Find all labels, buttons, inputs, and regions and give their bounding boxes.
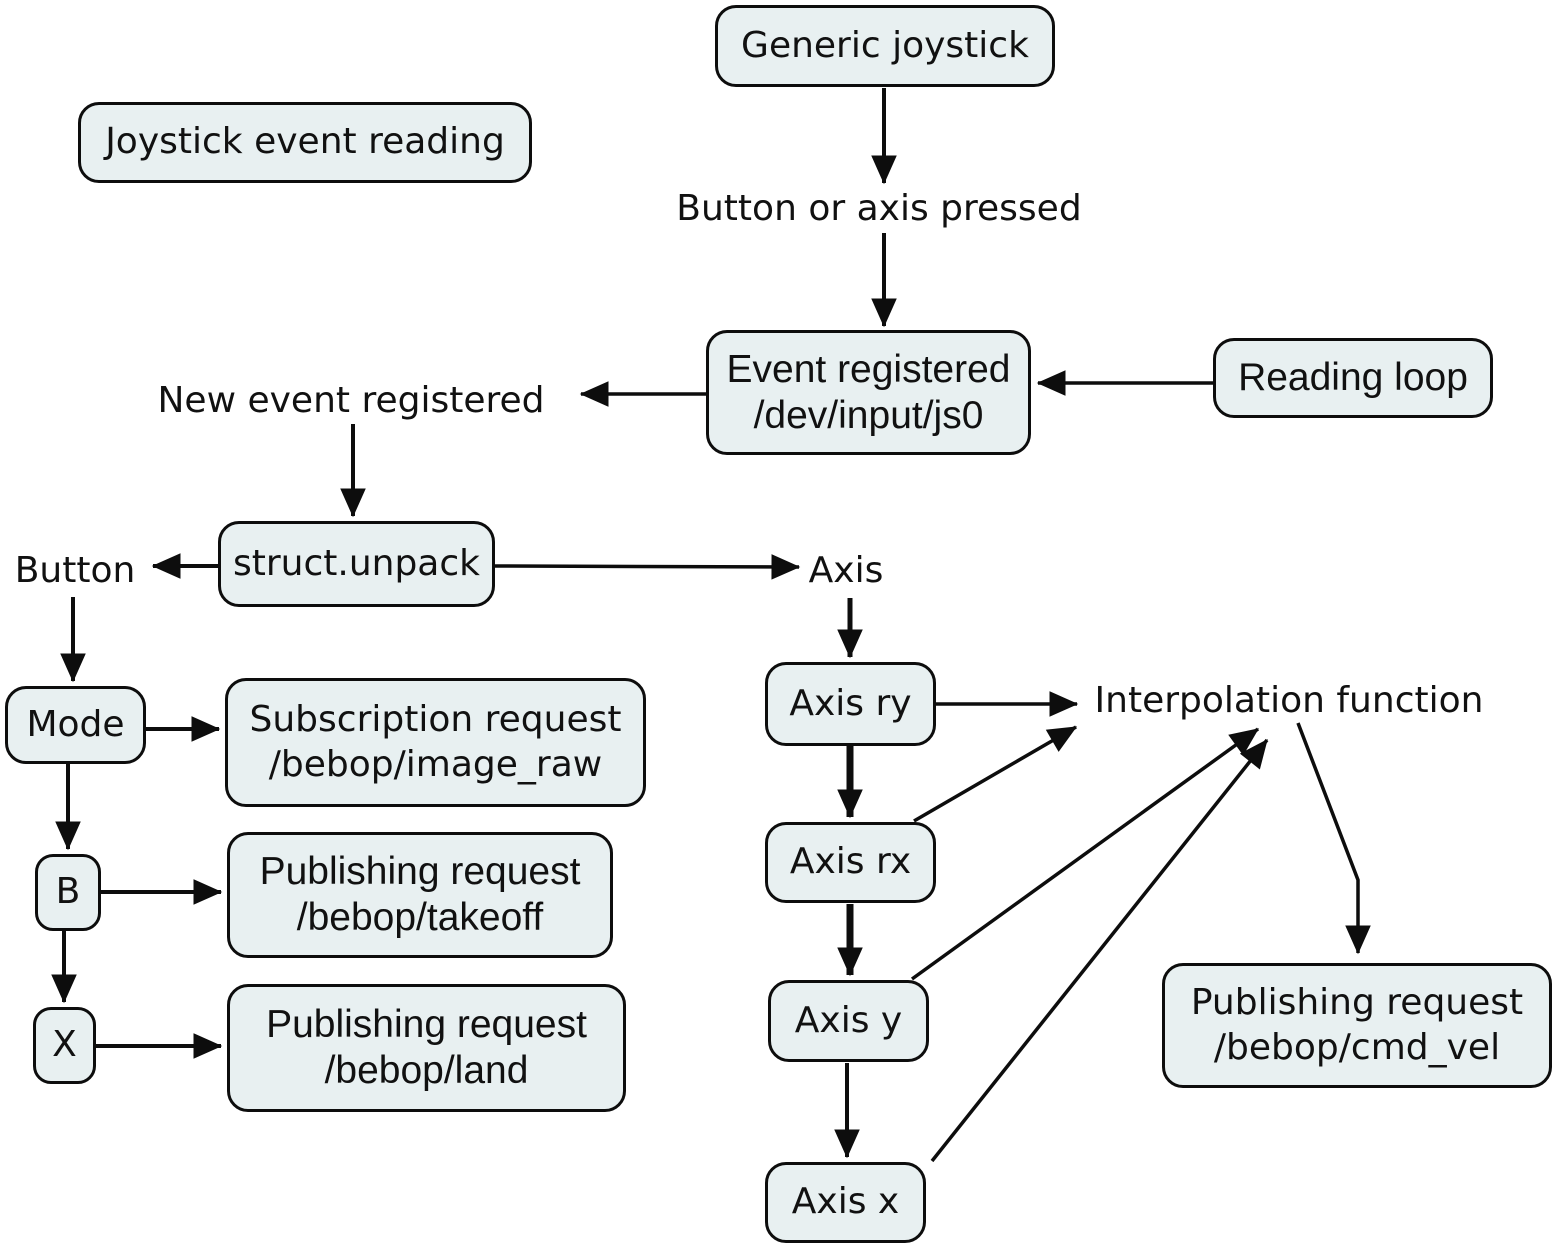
node-publishing-cmd-vel-line1: Publishing request: [1190, 981, 1524, 1023]
node-axis-rx: Axis rx: [765, 822, 936, 903]
node-subscription-request-line2: /bebop/image_raw: [268, 743, 603, 785]
node-button-x: X: [33, 1007, 96, 1084]
arrow-axisrx-to-interp: [913, 725, 1078, 823]
node-reading-loop-label: Reading loop: [1238, 356, 1468, 400]
arrow-axisy-to-interp: [910, 727, 1260, 981]
node-axis-y: Axis y: [768, 980, 929, 1062]
node-struct-unpack-label: struct.unpack: [232, 542, 481, 584]
node-subscription-request-line1: Subscription request: [249, 698, 622, 740]
node-event-registered: Event registered /dev/input/js0: [706, 330, 1031, 455]
node-axis-ry-label: Axis ry: [789, 682, 912, 724]
arrow-struct-to-axis: [494, 554, 801, 580]
node-event-registered-line1: Event registered: [726, 347, 1011, 391]
node-publishing-land-line1: Publishing request: [266, 1003, 587, 1047]
node-generic-joystick: Generic joystick: [715, 5, 1055, 87]
node-joystick-event-reading: Joystick event reading: [78, 102, 532, 183]
node-event-registered-line2: /dev/input/js0: [753, 393, 984, 437]
node-struct-unpack: struct.unpack: [218, 521, 495, 607]
node-button-x-label: X: [52, 1024, 77, 1066]
node-publishing-cmd-vel: Publishing request /bebop/cmd_vel: [1162, 963, 1552, 1088]
arrow-interp-to-cmdvel: [1296, 722, 1371, 955]
node-publishing-takeoff-line2: /bebop/takeoff: [296, 896, 544, 939]
label-new-event-registered: New event registered: [157, 380, 545, 421]
node-publishing-land-line2: /bebop/land: [324, 1049, 529, 1092]
node-mode-label: Mode: [26, 703, 125, 745]
node-joystick-event-reading-label: Joystick event reading: [105, 121, 505, 163]
node-button-b: B: [35, 854, 101, 931]
node-button-b-label: B: [55, 871, 81, 913]
node-generic-joystick-label: Generic joystick: [741, 24, 1029, 66]
label-button: Button: [14, 550, 136, 591]
node-axis-y-label: Axis y: [794, 999, 903, 1041]
node-axis-rx-label: Axis rx: [789, 841, 912, 883]
label-interpolation-function: Interpolation function: [1094, 680, 1484, 721]
node-reading-loop: Reading loop: [1213, 338, 1493, 418]
label-axis: Axis: [808, 550, 884, 591]
node-publishing-takeoff-line1: Publishing request: [259, 850, 581, 894]
node-publishing-cmd-vel-line2: /bebop/cmd_vel: [1213, 1026, 1501, 1068]
node-axis-x-label: Axis x: [791, 1181, 900, 1223]
node-publishing-land: Publishing request /bebop/land: [227, 984, 626, 1112]
node-subscription-request: Subscription request /bebop/image_raw: [225, 678, 646, 807]
label-button-or-axis-pressed: Button or axis pressed: [676, 188, 1082, 229]
node-axis-ry: Axis ry: [765, 662, 936, 746]
node-publishing-takeoff: Publishing request /bebop/takeoff: [227, 832, 613, 958]
arrow-axisx-to-interp: [930, 738, 1269, 1163]
node-mode: Mode: [5, 686, 146, 764]
node-axis-x: Axis x: [765, 1162, 926, 1243]
